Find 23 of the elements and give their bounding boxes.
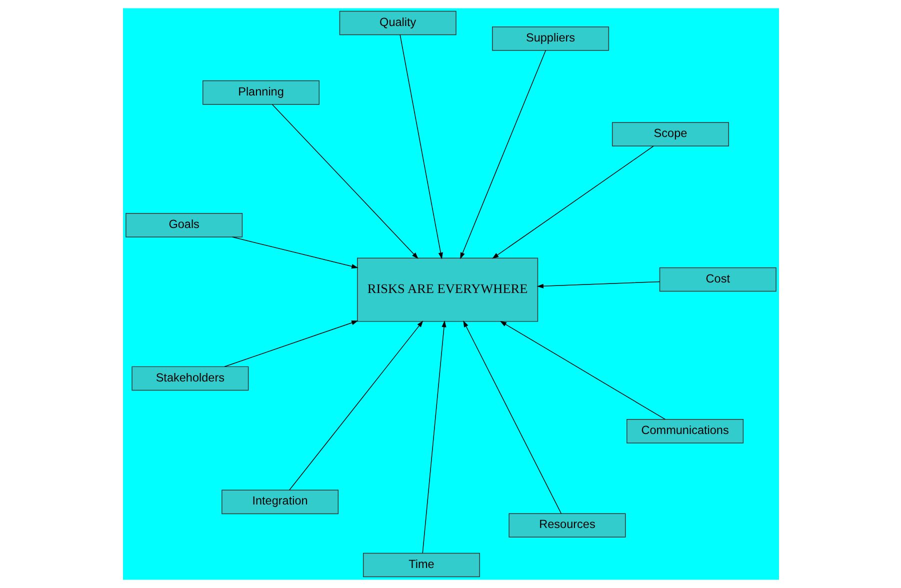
node-box: Resources [508, 513, 626, 538]
arrow [460, 50, 546, 260]
node-box: Goals [125, 213, 242, 238]
node-box: Scope [611, 122, 728, 146]
arrow [232, 236, 358, 269]
arrow [422, 320, 446, 554]
arrow [224, 320, 358, 367]
node-box: Planning [202, 80, 320, 105]
arrow [272, 104, 418, 259]
node-box: Quality [338, 10, 456, 36]
arrow [492, 146, 654, 259]
arrow [536, 281, 660, 288]
node-box: Suppliers [492, 26, 609, 51]
arrow [399, 34, 442, 260]
node-box: Communications [626, 419, 744, 444]
arrow [462, 320, 561, 514]
node-box: Cost [658, 267, 776, 292]
arrow [288, 320, 423, 490]
node-box: Stakeholders [131, 366, 248, 391]
arrow [499, 320, 666, 420]
node-box: Integration [221, 490, 338, 514]
node-box: RISKS ARE EVERYWHERE [356, 258, 538, 322]
node-box: Time [362, 552, 480, 578]
